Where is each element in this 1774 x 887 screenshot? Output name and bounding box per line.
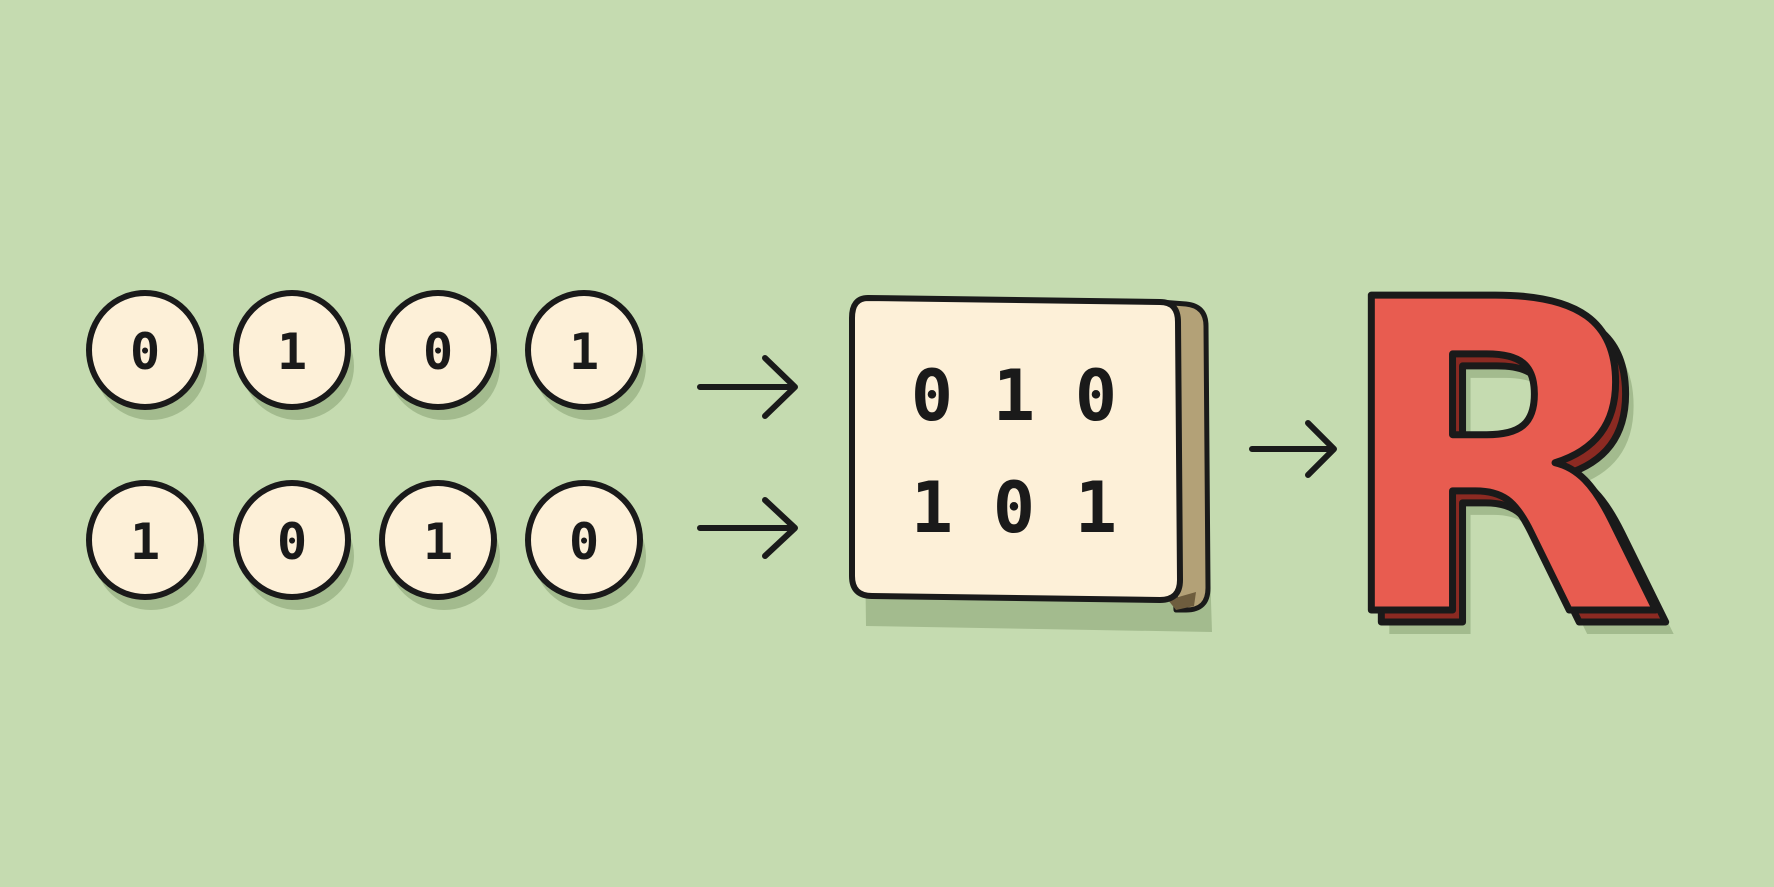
bit-digit: 1	[277, 323, 307, 381]
bit-circle: 0	[379, 290, 500, 420]
card-digit: 1	[1075, 467, 1117, 549]
bit-digit: 1	[130, 513, 160, 571]
bit-circle-face	[525, 480, 643, 600]
bit-circle: 1	[233, 290, 354, 420]
bit-circle-face	[86, 290, 204, 410]
card-digit: 0	[993, 467, 1035, 549]
bit-circle: 1	[86, 480, 207, 610]
output-letter-shadow: R	[1350, 233, 1683, 736]
bit-digit: 1	[569, 323, 599, 381]
input-bits-row-1: 0 1 0 1	[86, 290, 646, 420]
bit-circle-face	[233, 480, 351, 600]
output-letter-face: R	[1332, 209, 1665, 712]
bit-digit: 0	[277, 513, 307, 571]
card-face	[849, 295, 1183, 603]
bit-circle-face	[86, 480, 204, 600]
bit-circle: 0	[233, 480, 354, 610]
bit-circle: 0	[525, 480, 646, 610]
arrow-right-icon	[1249, 420, 1337, 478]
bit-circle-face	[379, 480, 497, 600]
arrow-right-icon	[697, 355, 798, 419]
card-digit: 0	[1075, 355, 1117, 437]
bit-digit: 0	[130, 323, 160, 381]
bit-digit: 0	[423, 323, 453, 381]
card-digit: 0	[911, 355, 953, 437]
bit-digit: 1	[423, 513, 453, 571]
bit-circle: 1	[525, 290, 646, 420]
bit-circle-face	[525, 290, 643, 410]
bit-digit: 0	[569, 513, 599, 571]
output-letter: R R R	[1328, 206, 1683, 737]
arrow-right-icon	[697, 497, 798, 559]
bit-circle-face	[379, 290, 497, 410]
card-digit: 1	[911, 467, 953, 549]
input-bits-row-2: 1 0 1 0	[86, 480, 646, 610]
bit-circle: 1	[379, 480, 500, 610]
output-letter-side: R	[1342, 221, 1675, 724]
bit-circle-face	[233, 290, 351, 410]
bit-circle: 0	[86, 290, 207, 420]
card-side-bottom	[1168, 592, 1196, 610]
card-digit: 1	[993, 355, 1035, 437]
